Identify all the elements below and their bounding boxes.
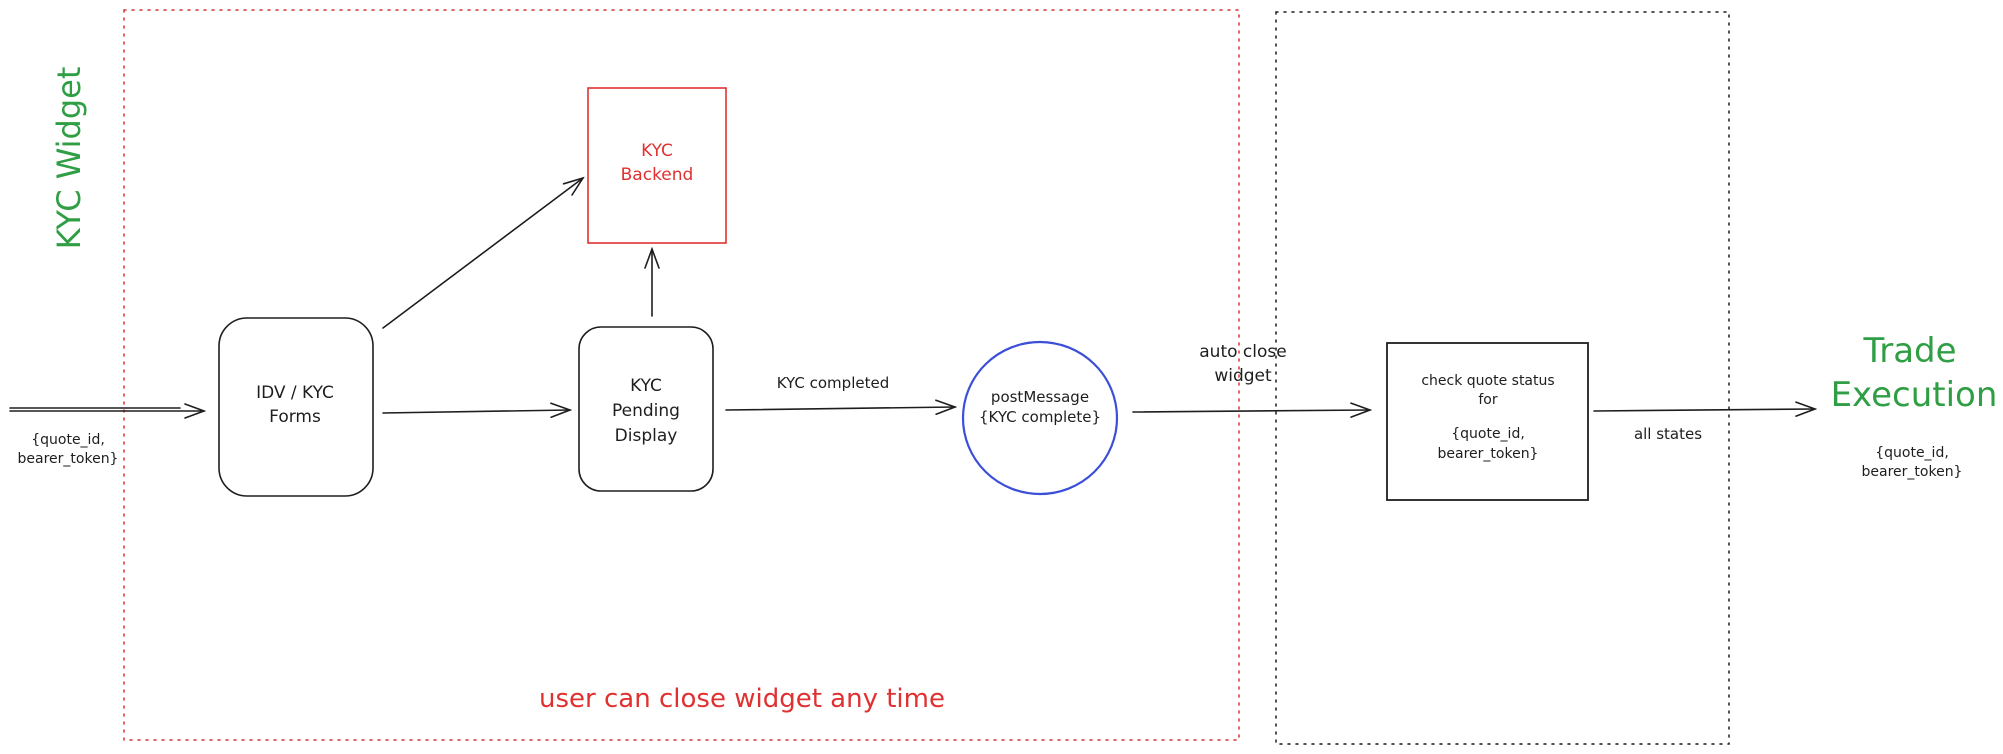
kyc-completed-label: KYC completed <box>777 374 889 392</box>
kyc-pending-label-3: Display <box>615 426 678 446</box>
kyc-pending-label-2: Pending <box>612 401 680 421</box>
kyc-widget-title: KYC Widget <box>50 67 88 250</box>
idv-kyc-forms-node <box>218 317 374 497</box>
postmessage-label-1: postMessage <box>991 388 1089 406</box>
idv-kyc-forms-label-2: Forms <box>269 407 321 427</box>
kyc-pending-label-1: KYC <box>630 376 662 396</box>
idv-kyc-forms-label-1: IDV / KYC <box>256 383 334 403</box>
input-params-line1: {quote_id, <box>31 432 105 448</box>
postmessage-to-check-arrow <box>1132 410 1370 412</box>
auto-close-label-2: widget <box>1214 366 1272 386</box>
check-to-trade-arrow <box>1593 409 1815 411</box>
check-quote-params-2: bearer_token} <box>1438 446 1539 462</box>
check-status-region <box>1275 11 1730 745</box>
check-quote-params-1: {quote_id, <box>1451 426 1525 442</box>
auto-close-label-1: auto close <box>1199 342 1286 362</box>
check-quote-label-2: for <box>1478 392 1497 408</box>
trade-params-1: {quote_id, <box>1875 445 1949 461</box>
user-can-close-note: user can close widget any time <box>539 684 945 714</box>
kyc-backend-label-2: Backend <box>621 165 694 185</box>
kyc-widget-region <box>123 9 1240 741</box>
trade-execution-label-2: Execution <box>1831 375 1998 415</box>
check-quote-label-1: check quote status <box>1421 373 1554 389</box>
input-params-line2: bearer_token} <box>18 451 119 467</box>
trade-params-2: bearer_token} <box>1862 464 1963 480</box>
kyc-backend-label-1: KYC <box>641 141 673 161</box>
check-quote-status-node <box>1386 342 1589 501</box>
pending-to-postmessage-arrow <box>725 407 955 410</box>
postmessage-node <box>961 340 1119 496</box>
forms-to-pending-arrow <box>382 410 570 413</box>
kyc-pending-display-node <box>578 326 714 492</box>
kyc-backend-node <box>587 87 727 244</box>
trade-execution-label-1: Trade <box>1862 331 1956 371</box>
all-states-label: all states <box>1634 425 1702 443</box>
forms-to-backend-arrow <box>382 178 583 329</box>
postmessage-label-2: {KYC complete} <box>979 408 1101 426</box>
